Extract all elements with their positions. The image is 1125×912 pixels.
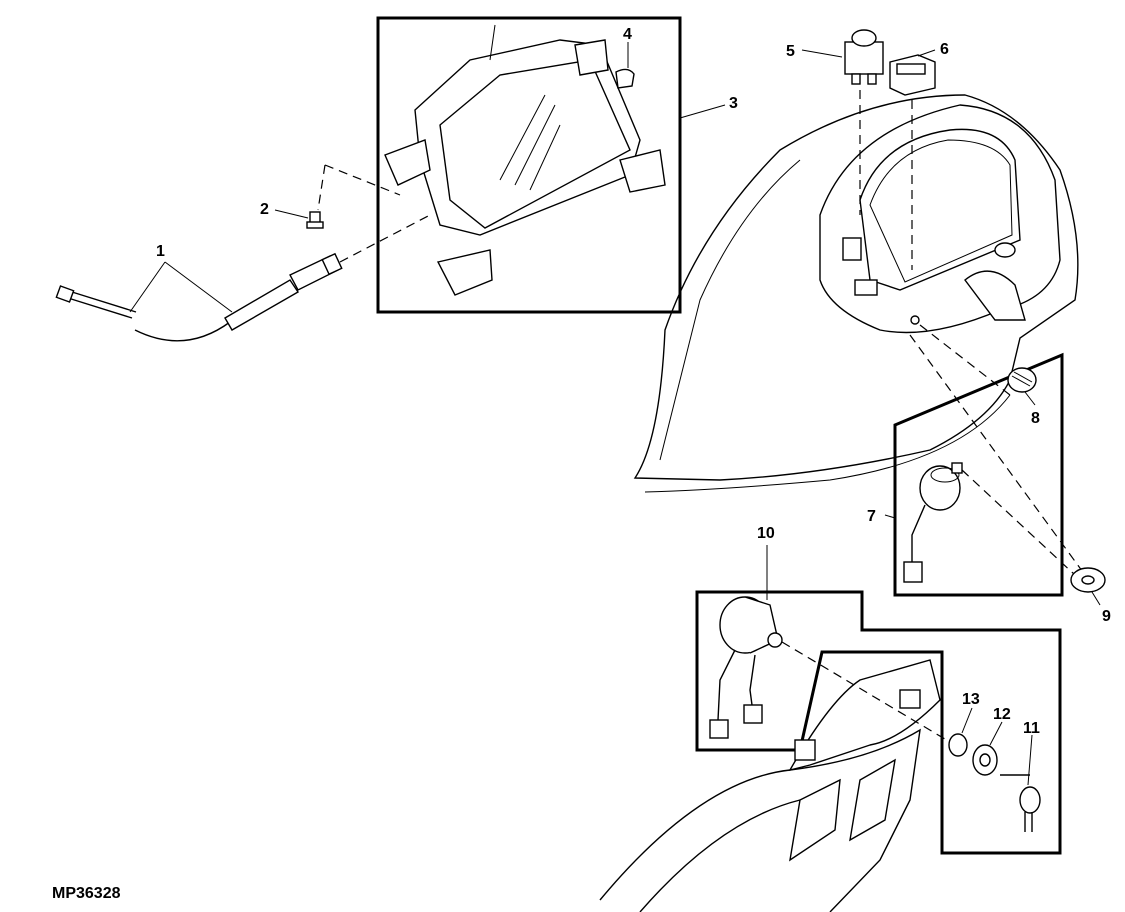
callout-8: 8 (1031, 410, 1040, 427)
callout-3: 3 (729, 95, 738, 112)
dash-panel (633, 94, 1079, 493)
callout-2: 2 (260, 201, 269, 218)
washer-13 (948, 733, 968, 757)
callout-9: 9 (1102, 608, 1111, 625)
key-11 (1000, 774, 1041, 832)
washer-9 (1070, 567, 1106, 593)
figure-id: MP36328 (52, 885, 121, 902)
switch-5 (844, 29, 884, 85)
callout-1: 1 (156, 243, 165, 260)
callout-13: 13 (962, 691, 980, 708)
callout-7: 7 (867, 508, 876, 525)
bulb (615, 68, 635, 89)
knob-8 (1007, 367, 1037, 393)
gauge-frame (893, 352, 1064, 597)
console (599, 659, 941, 912)
speedometer-cable (55, 252, 343, 342)
screw (306, 211, 324, 229)
callout-12: 12 (993, 706, 1011, 723)
callout-4: 4 (623, 26, 632, 43)
callout-6: 6 (940, 41, 949, 58)
instrument-cluster (384, 24, 666, 296)
gauge-sender (903, 462, 963, 583)
callout-5: 5 (786, 43, 795, 60)
callout-10: 10 (757, 525, 775, 542)
nut-12 (972, 744, 998, 776)
ignition-switch (709, 596, 783, 739)
instrument-cluster-frame (376, 16, 682, 314)
callout-11: 11 (1023, 720, 1040, 737)
ignition-frame (695, 590, 1062, 855)
switch-6 (889, 54, 936, 96)
